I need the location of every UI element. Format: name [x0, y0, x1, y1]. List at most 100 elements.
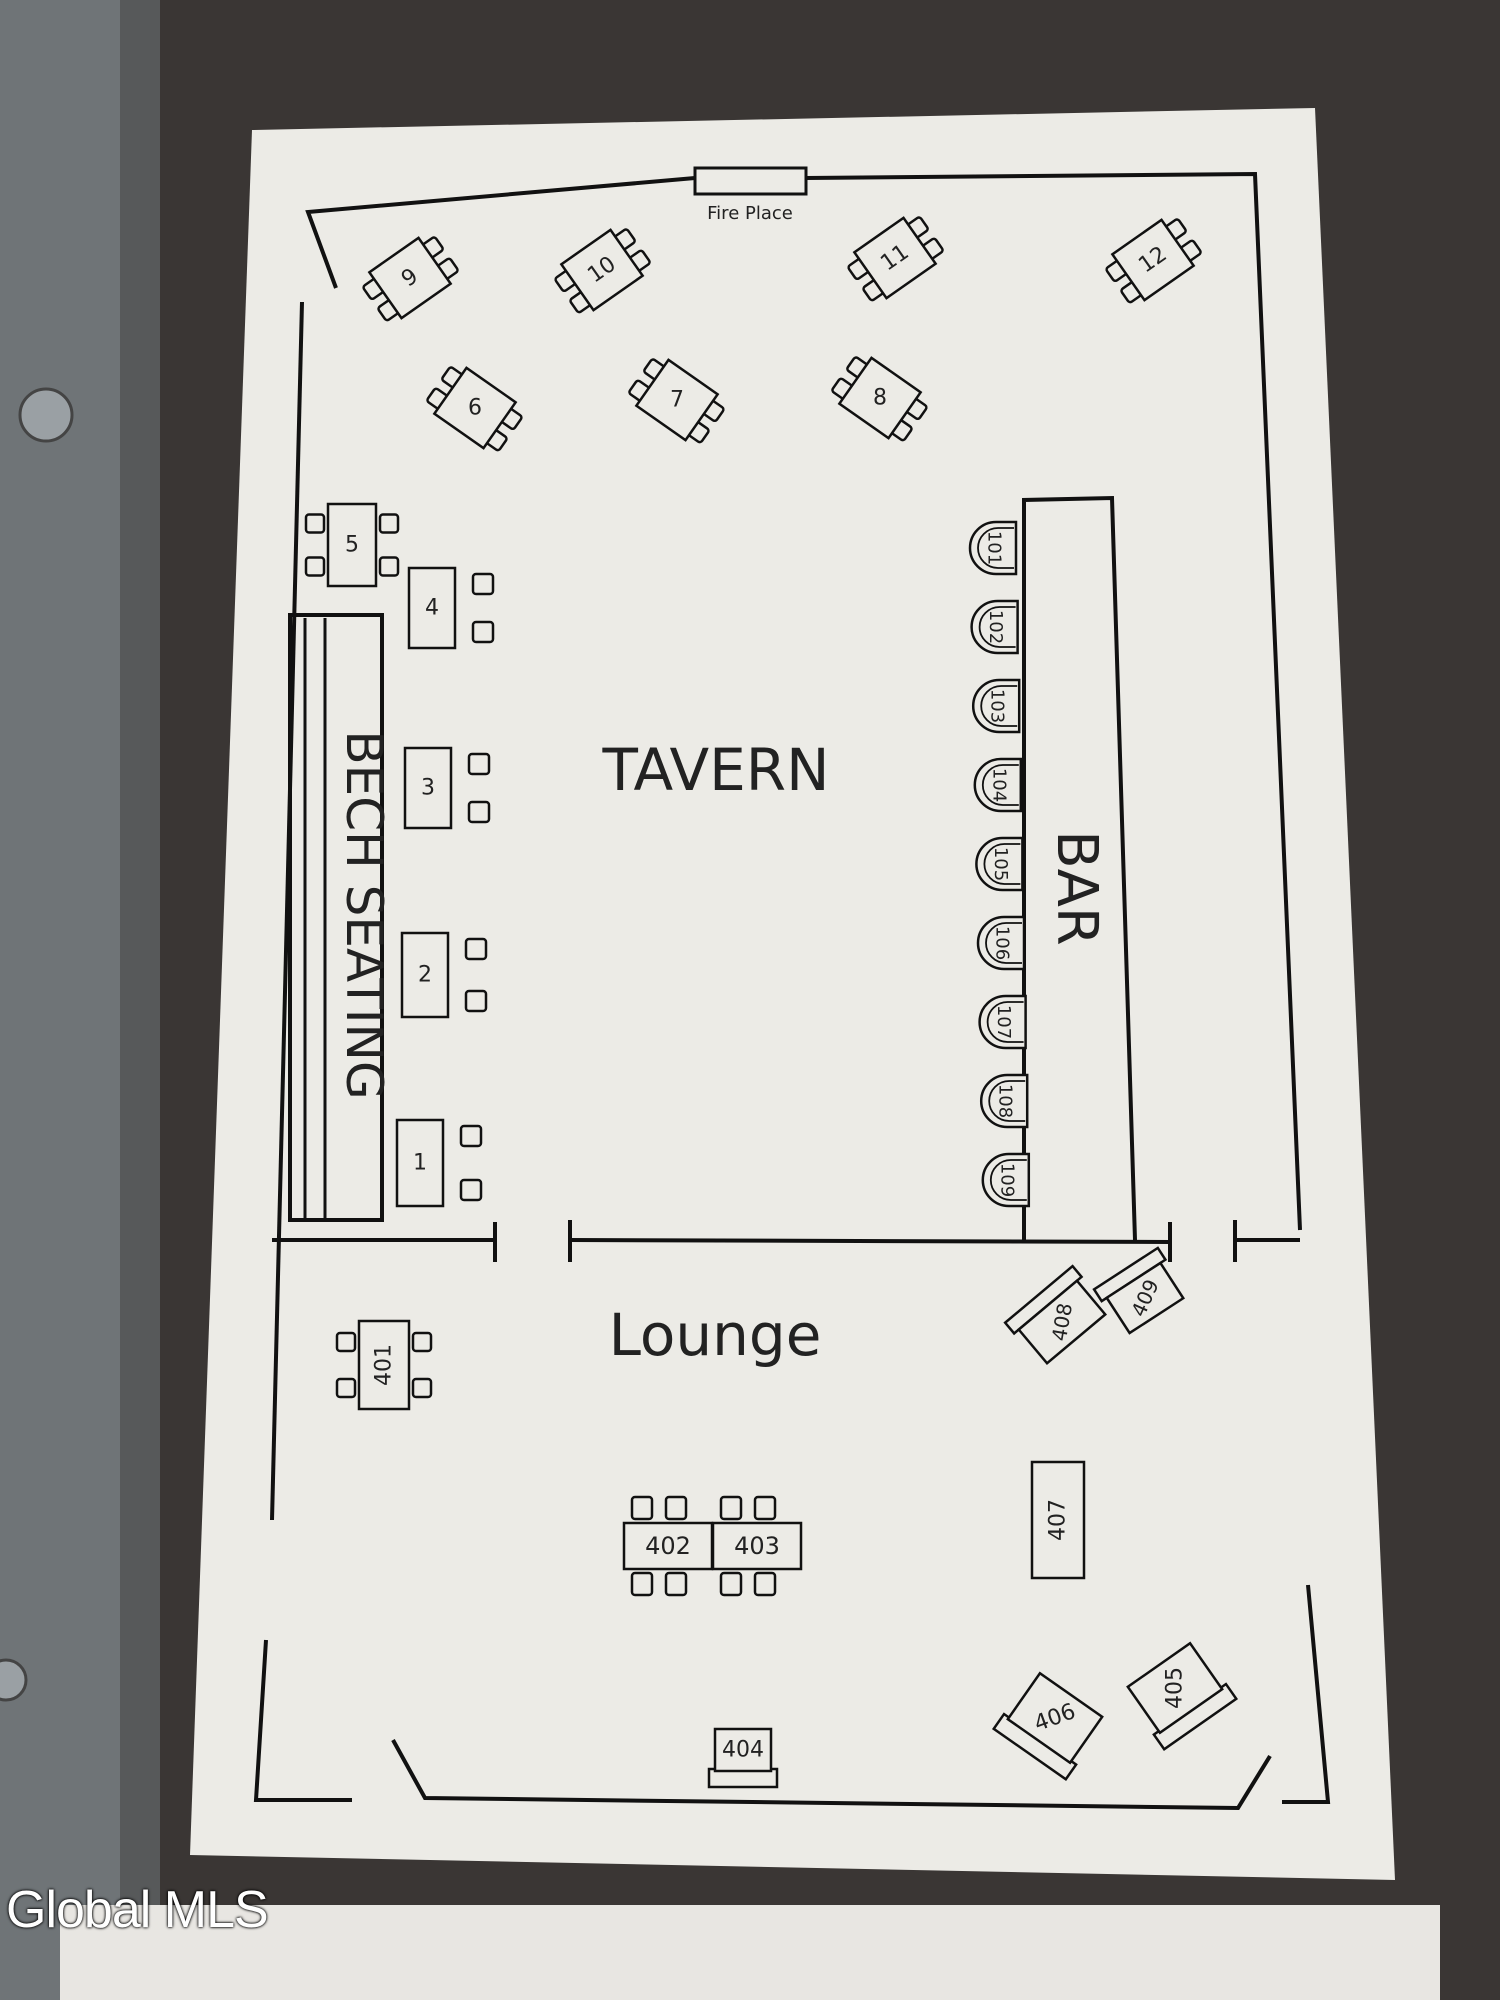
tabletop [711, 1521, 803, 1571]
bench-label: BECH SEATING [335, 730, 393, 1099]
table-number: 2 [418, 963, 432, 988]
table-number: 1 [413, 1151, 427, 1176]
table-6: 6 [426, 366, 523, 452]
bar-stool: 108 [979, 1073, 1029, 1129]
stool-number: 108 [995, 1084, 1016, 1118]
panel-screw [18, 387, 74, 443]
table-11: 11 [847, 216, 944, 302]
stool-number: 102 [985, 610, 1006, 644]
table-405: 405 [1126, 1641, 1239, 1752]
bench-seating: BECH SEATING [288, 613, 393, 1222]
bar-stool: 109 [981, 1152, 1031, 1208]
tabletop [403, 746, 453, 830]
table-2: 2 [400, 931, 488, 1019]
chair [664, 1495, 688, 1521]
walls [253, 171, 1331, 1811]
table-number: 403 [734, 1532, 780, 1560]
bar-stool: 105 [975, 836, 1024, 892]
chair [664, 1571, 688, 1597]
floor-plan-sheet: Fire Place TAVERN Lounge BAR BECH SEATIN… [190, 108, 1395, 1880]
watermark: Global MLS [6, 1881, 269, 1939]
tabletop [559, 228, 645, 312]
tabletop [407, 566, 457, 650]
chair [464, 989, 488, 1013]
tabletop [634, 358, 720, 442]
tabletop [837, 356, 923, 440]
bar-stool: 102 [970, 599, 1019, 655]
stool-number: 105 [990, 847, 1011, 881]
tabletop [367, 236, 453, 320]
table-406: 406 [991, 1671, 1104, 1782]
chair [378, 513, 400, 534]
chair [335, 1377, 357, 1399]
table-number: 3 [421, 776, 435, 801]
tabletop [622, 1521, 714, 1571]
chair [467, 752, 491, 776]
table-5: 5 [304, 502, 400, 588]
chair [411, 1331, 433, 1353]
table-4: 4 [407, 566, 495, 650]
bar-label: BAR [1044, 830, 1109, 946]
stool-number: 109 [996, 1163, 1017, 1197]
paper-sheet [190, 108, 1395, 1880]
table-9: 9 [362, 236, 459, 322]
panel-screw [0, 1658, 28, 1702]
bar-stool: 104 [973, 757, 1023, 813]
table-407: 407 [1030, 1460, 1086, 1580]
bar-stool: 101 [968, 520, 1018, 576]
table-8: 8 [831, 356, 928, 442]
table-number: 407 [1046, 1499, 1071, 1541]
chair [304, 513, 326, 534]
stool-number: 101 [984, 531, 1005, 565]
chair [471, 620, 495, 644]
tabletop [1110, 218, 1196, 302]
table-number: 402 [645, 1532, 691, 1560]
chair [630, 1571, 654, 1597]
table-3: 3 [403, 746, 491, 830]
table-number: 404 [722, 1738, 764, 1763]
fireplace: Fire Place [693, 166, 808, 224]
tabletop [432, 366, 518, 450]
bar-counter: BAR [1022, 495, 1137, 1241]
tabletop [852, 216, 938, 300]
table-404: 404 [707, 1727, 779, 1789]
tabletop [1104, 1261, 1186, 1335]
table-12: 12 [1105, 218, 1202, 304]
table-number: 405 [1163, 1667, 1188, 1709]
chair [335, 1331, 357, 1353]
stool-number: 104 [988, 768, 1009, 802]
stool-number: 106 [992, 926, 1013, 960]
lounge-label: Lounge [609, 1301, 822, 1369]
stool-number: 107 [993, 1005, 1014, 1039]
table-number: 5 [345, 533, 359, 558]
metal-panel-strip [120, 0, 160, 2000]
table-401: 401 [335, 1319, 433, 1411]
chair [304, 556, 326, 577]
table-number: 8 [873, 386, 887, 411]
chair [719, 1571, 743, 1597]
bar-stool: 107 [978, 994, 1027, 1050]
tabletop [1006, 1671, 1104, 1765]
lower-sheet [60, 1905, 1440, 2000]
chair [464, 937, 488, 961]
table-409: 409 [1092, 1246, 1186, 1335]
bar-stools: 101 102 103 104 105 106 107 108 109 [968, 520, 1031, 1208]
chair [719, 1495, 743, 1521]
bar-stool: 103 [971, 678, 1021, 734]
chair [467, 800, 491, 824]
chair [753, 1571, 777, 1597]
tabletop [395, 1118, 445, 1208]
tabletop [326, 502, 378, 588]
tabletop [1126, 1641, 1224, 1735]
table-402: 402 [622, 1495, 714, 1597]
tavern-label: TAVERN [602, 736, 830, 804]
table-7: 7 [628, 358, 725, 444]
tabletop [1030, 1460, 1086, 1580]
tabletop [1016, 1278, 1108, 1366]
chair [378, 556, 400, 577]
chair [459, 1178, 483, 1202]
chair [630, 1495, 654, 1521]
tabletop [357, 1319, 411, 1411]
chair [753, 1495, 777, 1521]
